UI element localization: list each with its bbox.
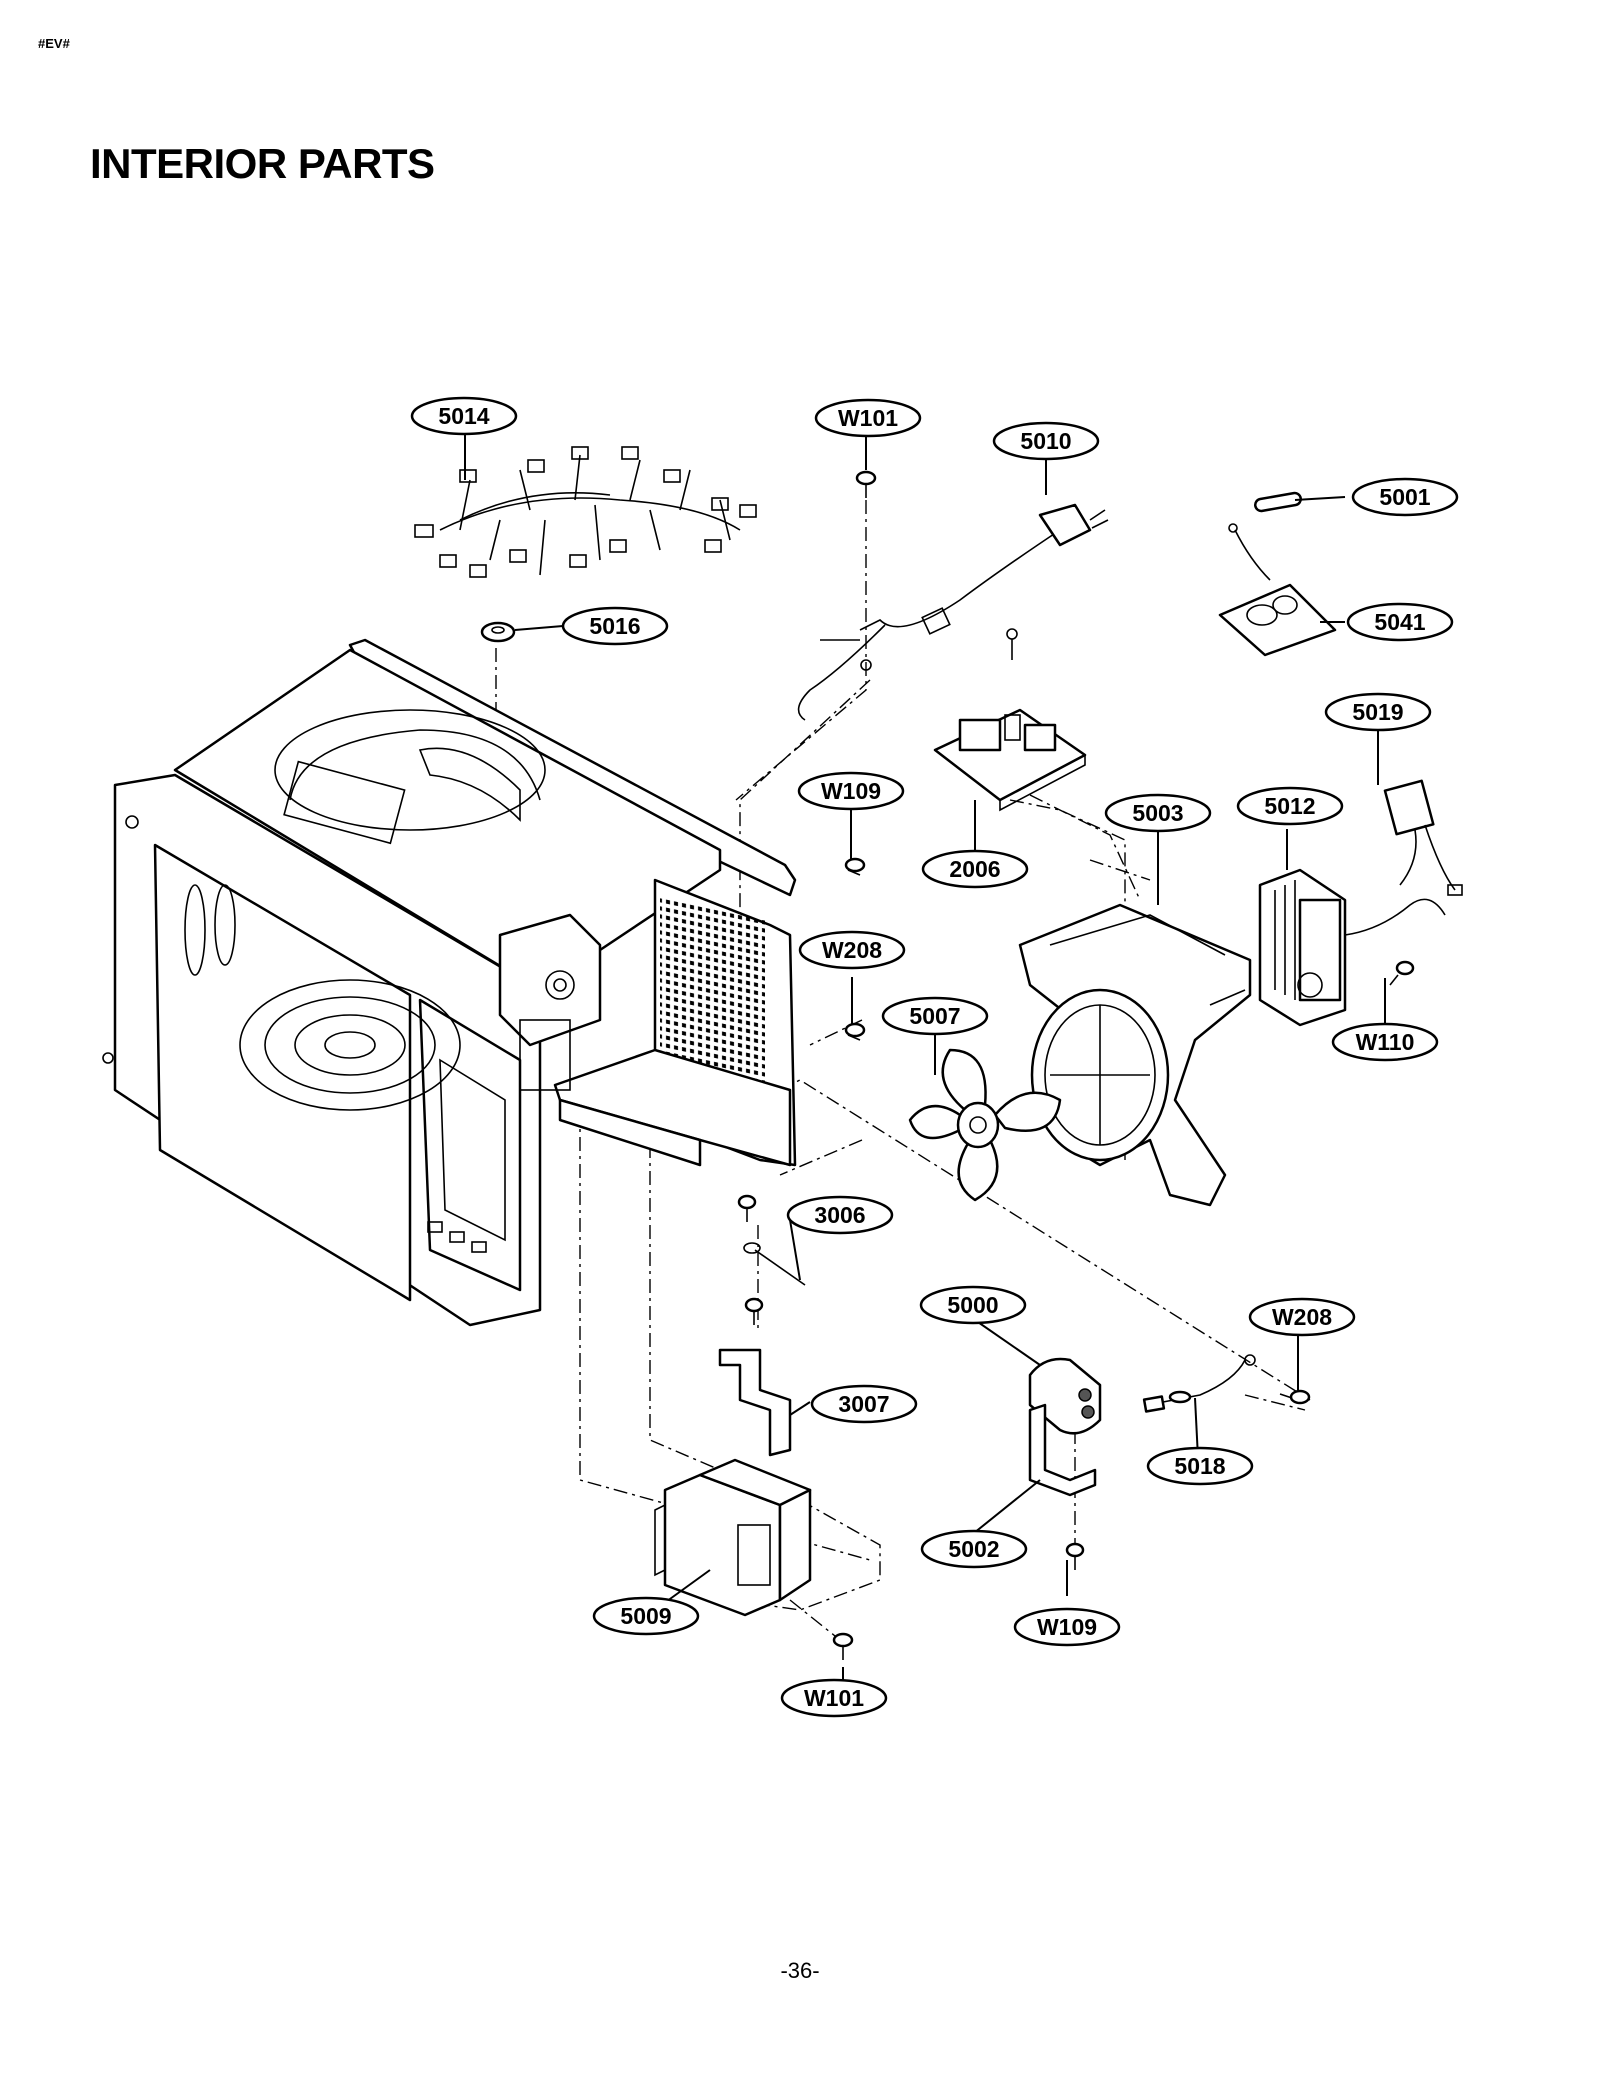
- magnetron-5009: [654, 1458, 812, 1617]
- callout-5014-text: 5014: [438, 403, 489, 429]
- callout-3006: 3006: [786, 1195, 894, 1235]
- callout-5018: 5018: [1146, 1446, 1254, 1486]
- callout-5041-text: 5041: [1374, 609, 1425, 635]
- callout-5000-text: 5000: [947, 1292, 998, 1318]
- screw-w208-right-icon: [1279, 1389, 1311, 1405]
- wire-harness-5014: [414, 446, 757, 578]
- screw-w110-icon: [1389, 960, 1415, 986]
- fuse-5001: [1254, 491, 1302, 513]
- callout-5002: 5002: [920, 1529, 1028, 1569]
- fan-duct-5003: [1018, 903, 1252, 1207]
- callout-5007: 5007: [881, 996, 989, 1036]
- callout-5002-text: 5002: [948, 1536, 999, 1562]
- callout-5019: 5019: [1324, 692, 1432, 732]
- control-board-2006: [933, 628, 1087, 812]
- document-code: #EV#: [38, 36, 70, 51]
- callout-w110: W110: [1331, 1022, 1439, 1062]
- callout-w110-text: W110: [1356, 1029, 1415, 1055]
- callout-5003-text: 5003: [1132, 800, 1183, 826]
- screw-w101-top-icon: [855, 470, 877, 498]
- callout-5010-text: 5010: [1020, 428, 1071, 454]
- callout-5003: 5003: [1104, 793, 1212, 833]
- sensor-5019: [1383, 779, 1463, 896]
- callout-w208-right-text: W208: [1272, 1304, 1332, 1330]
- power-cord-5010: [797, 503, 1109, 721]
- callout-5000: 5000: [919, 1285, 1027, 1325]
- callout-w109-mid: W109: [797, 771, 905, 811]
- callout-5019-text: 5019: [1352, 699, 1403, 725]
- callout-5001-text: 5001: [1379, 484, 1430, 510]
- capacitor-bracket-5002: [1028, 1403, 1097, 1497]
- leader-lines: [464, 434, 1386, 1700]
- screw-w101-bottom-icon: [832, 1632, 854, 1660]
- screw-w208-left-icon: [844, 1022, 866, 1041]
- callout-5016-text: 5016: [589, 613, 640, 639]
- screw-3007-top-icon: [744, 1297, 764, 1325]
- callout-5009-text: 5009: [620, 1603, 671, 1629]
- page-title: INTERIOR PARTS: [90, 140, 435, 187]
- diode-5018: [1142, 1354, 1256, 1413]
- noise-filter-5041: [1218, 523, 1337, 657]
- thermostat-5016: [480, 621, 516, 643]
- callout-3007-text: 3007: [838, 1391, 889, 1417]
- callout-w208-left: W208: [798, 930, 906, 970]
- callout-w101-bottom-text: W101: [804, 1685, 864, 1711]
- callout-w101-top-text: W101: [838, 405, 898, 431]
- fan-motor-5012: [1209, 868, 1446, 1027]
- screws: [737, 470, 1415, 1660]
- callout-5012-text: 5012: [1264, 793, 1315, 819]
- callout-w208-left-text: W208: [822, 937, 882, 963]
- rod-3006: [743, 1242, 806, 1286]
- callout-3007: 3007: [810, 1384, 918, 1424]
- page-number: -36-: [780, 1958, 820, 1983]
- callout-w101-bottom: W101: [780, 1678, 888, 1718]
- screw-3006-top-icon: [737, 1194, 757, 1222]
- callout-w109-bottom-text: W109: [1037, 1614, 1097, 1640]
- capacitor-5000: [1028, 1357, 1102, 1435]
- callout-5018-text: 5018: [1174, 1453, 1225, 1479]
- callout-w109-bottom: W109: [1013, 1607, 1121, 1647]
- fan-blade-5007: [908, 1048, 1062, 1202]
- callout-2006-text: 2006: [949, 856, 1000, 882]
- callout-w109-mid-text: W109: [821, 778, 881, 804]
- screw-w109-bottom-icon: [1065, 1542, 1085, 1570]
- callout-5010: 5010: [992, 421, 1100, 461]
- callout-w101-top: W101: [814, 398, 922, 438]
- callout-5014: 5014: [410, 396, 518, 436]
- callout-5016: 5016: [561, 606, 669, 646]
- callout-5007-text: 5007: [909, 1003, 960, 1029]
- callout-5001: 5001: [1351, 477, 1459, 517]
- bracket-3007: [718, 1348, 792, 1457]
- callout-2006: 2006: [921, 849, 1029, 889]
- callout-5009: 5009: [592, 1596, 700, 1636]
- callout-5012: 5012: [1236, 786, 1344, 826]
- vent-grille: [660, 895, 765, 1108]
- callout-w208-right: W208: [1248, 1297, 1356, 1337]
- callout-3006-text: 3006: [814, 1202, 865, 1228]
- callout-5041: 5041: [1346, 602, 1454, 642]
- oven-cavity-chassis: [102, 638, 797, 1327]
- screw-w109-mid-icon: [844, 857, 866, 876]
